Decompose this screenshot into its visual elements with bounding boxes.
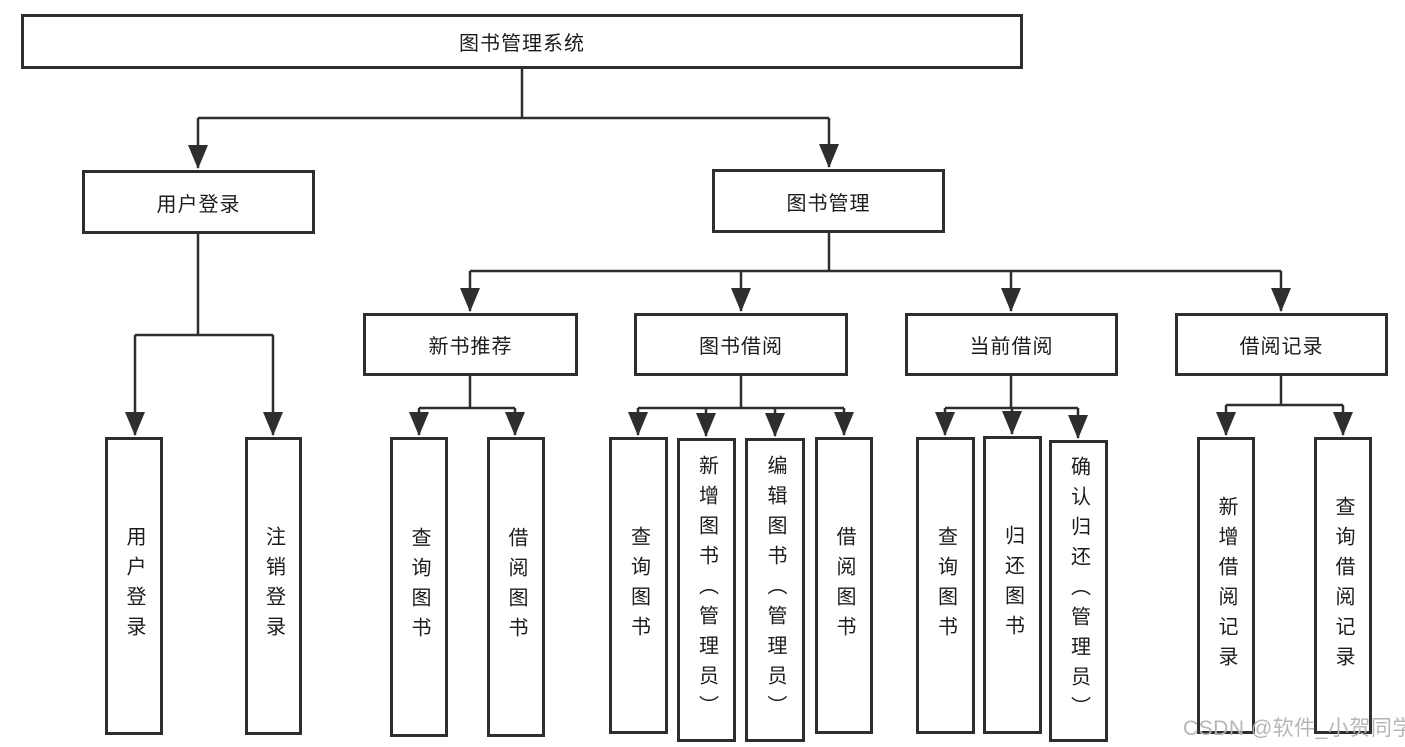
node-borrowing-record: 借阅记录 bbox=[1175, 313, 1388, 376]
node-book-management: 图书管理 bbox=[712, 169, 945, 233]
node-label: 借阅图书 bbox=[833, 525, 855, 646]
node-label: 新增图书（管理员） bbox=[695, 455, 718, 725]
watermark: CSDN @软件_小贺同学 bbox=[1183, 717, 1405, 740]
leaf-borrow-books-2: 借阅图书 bbox=[815, 437, 873, 734]
node-label: 借阅记录 bbox=[1239, 336, 1324, 358]
node-label: 归还图书 bbox=[1001, 525, 1024, 645]
node-label: 用户登录 bbox=[156, 193, 241, 216]
leaf-add-borrow-record: 新增借阅记录 bbox=[1197, 437, 1255, 734]
node-label: 确认归还（管理员） bbox=[1067, 456, 1090, 726]
leaf-user-login: 用户登录 bbox=[105, 437, 163, 735]
leaf-add-books-admin: 新增图书（管理员） bbox=[677, 438, 736, 742]
node-label: 图书借阅 bbox=[699, 336, 783, 358]
node-label: 编辑图书（管理员） bbox=[764, 455, 786, 725]
node-new-book-recommend: 新书推荐 bbox=[363, 313, 578, 376]
node-label: 图书管理系统 bbox=[459, 33, 585, 55]
leaf-query-books-1: 查询图书 bbox=[390, 437, 448, 737]
node-label: 注销登录 bbox=[262, 526, 285, 646]
node-label: 新增借阅记录 bbox=[1215, 495, 1237, 676]
node-label: 查询图书 bbox=[627, 525, 650, 646]
node-current-borrowing: 当前借阅 bbox=[905, 313, 1118, 376]
node-label: 查询借阅记录 bbox=[1332, 495, 1354, 676]
node-label: 查询图书 bbox=[934, 525, 957, 646]
node-label: 用户登录 bbox=[123, 526, 145, 646]
node-label: 查询图书 bbox=[408, 527, 430, 647]
leaf-query-borrow-record: 查询借阅记录 bbox=[1314, 437, 1372, 734]
leaf-logout-login: 注销登录 bbox=[245, 437, 302, 735]
leaf-borrow-books-1: 借阅图书 bbox=[487, 437, 545, 737]
leaf-edit-books-admin: 编辑图书（管理员） bbox=[745, 438, 805, 742]
leaf-confirm-return-admin: 确认归还（管理员） bbox=[1049, 440, 1108, 742]
node-library-system: 图书管理系统 bbox=[21, 14, 1023, 69]
node-label: 新书推荐 bbox=[428, 336, 513, 358]
leaf-return-books: 归还图书 bbox=[983, 436, 1042, 734]
node-user-login: 用户登录 bbox=[82, 170, 315, 234]
node-label: 借阅图书 bbox=[505, 527, 527, 647]
node-label: 当前借阅 bbox=[969, 336, 1054, 358]
node-label: 图书管理 bbox=[786, 192, 871, 215]
leaf-query-books-3: 查询图书 bbox=[916, 437, 975, 734]
node-book-borrowing: 图书借阅 bbox=[634, 313, 848, 376]
leaf-query-books-2: 查询图书 bbox=[609, 437, 668, 734]
